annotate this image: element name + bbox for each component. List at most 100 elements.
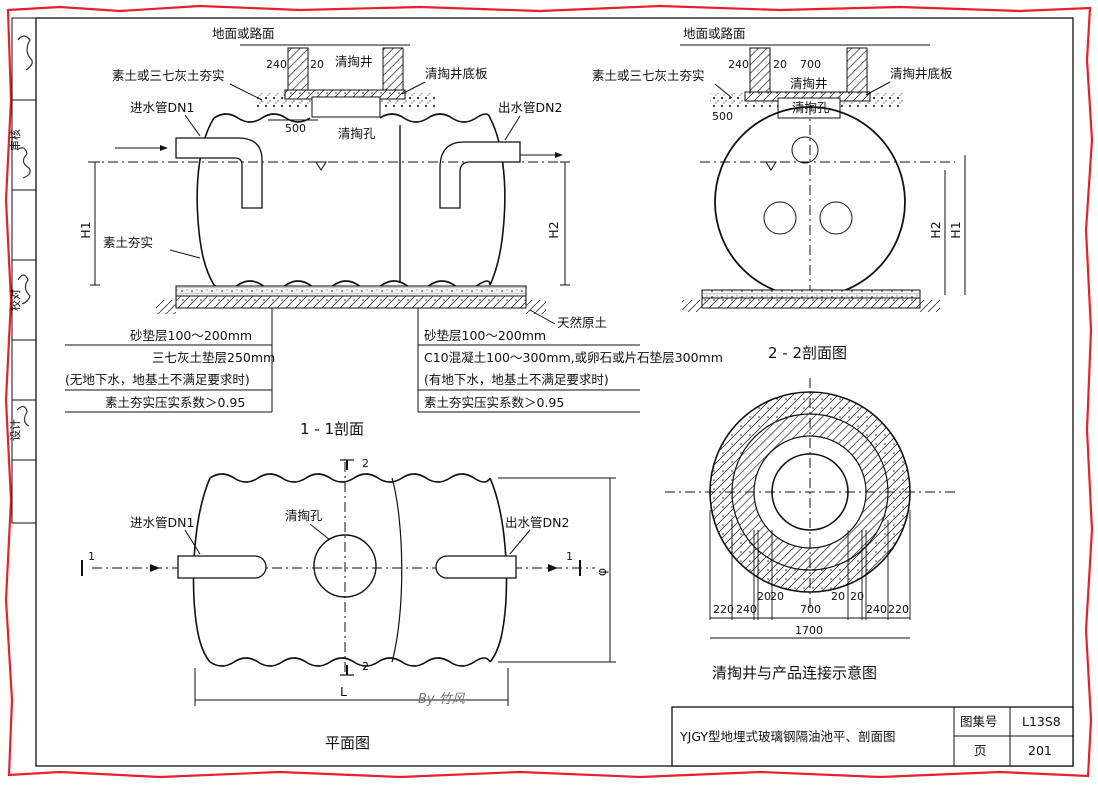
cleanout-hole-right: [777, 97, 841, 119]
label-compact-right: 素土或三七灰土夯实: [592, 68, 705, 83]
label-outlet-plan: 出水管DN2: [505, 515, 569, 530]
section-num-bottom: 2: [362, 660, 369, 673]
leader-outlet-section: [504, 115, 521, 141]
drawing-frame: [35, 17, 1074, 767]
plan-partition: [391, 477, 403, 663]
outlet-pipe-plan: [435, 555, 517, 579]
dim-total-1700: 1700: [795, 624, 823, 637]
dim-bottom-220b: 220: [888, 603, 909, 616]
pipe-circle-left: [763, 201, 797, 235]
signature-mark-1: [17, 35, 33, 71]
note-right-1: 砂垫层100～200mm: [424, 328, 546, 343]
section-num-right: 1: [566, 550, 573, 563]
label-phi: φ: [594, 568, 609, 576]
signature-mark-4: [16, 405, 30, 427]
earth-left-2: [682, 300, 702, 312]
label-well-right: 清掏井: [790, 76, 828, 91]
label-tamp: 素土夯实: [103, 235, 153, 250]
note-right-2: C10混凝土100～300mm,或卵石或片石垫层300mm: [424, 350, 723, 365]
sand-bed-right: [701, 289, 921, 299]
side-strip-review: 审核: [8, 129, 22, 151]
page-value: 201: [1028, 743, 1052, 758]
arrow-plan-out: [548, 564, 558, 572]
dim-bottom-240a: 240: [736, 603, 757, 616]
signature-strip: 审核 校对 设计: [8, 17, 37, 524]
label-ground-left: 地面或路面: [212, 26, 275, 41]
title-plan: 平面图: [325, 734, 370, 752]
label-well-plate-right: 清掏井底板: [890, 66, 953, 81]
leader-natural-soil: [529, 309, 556, 325]
base-layer-section: [175, 295, 527, 309]
plan-view: 清掏孔 进水管DN1 出水管DN2 2 2 1 1 φ L 平面图: [81, 457, 616, 752]
pipe-circle-top: [791, 136, 819, 164]
earth-right-1: [526, 300, 546, 314]
inlet-pipe-plan: [177, 555, 267, 579]
label-L: L: [340, 684, 347, 699]
earth-right-2: [920, 300, 940, 312]
watermark: By 竹风: [418, 692, 466, 707]
atlas-value: L13S8: [1022, 714, 1061, 729]
arrow-plan-in: [150, 564, 160, 572]
label-well-plate-left: 清掏井底板: [425, 66, 488, 81]
note-left-1: 砂垫层100～200mm: [130, 328, 252, 343]
label-inlet-plan: 进水管DN1: [130, 515, 194, 530]
label-ground-right: 地面或路面: [683, 26, 746, 41]
dim-20-right: 20: [773, 58, 787, 71]
dim-500-left: 500: [285, 122, 306, 135]
label-inlet-section: 进水管DN1: [130, 100, 194, 115]
conn-ext-lines: [709, 510, 911, 620]
pipe-circle-right: [819, 201, 853, 235]
section-num-left: 1: [88, 550, 95, 563]
note-right-4: 素土夯实压实系数＞0.95: [424, 395, 564, 410]
tank-outline-plan: [192, 473, 508, 667]
dim-bottom-20c: 20: [831, 590, 845, 603]
label-H1: H1: [78, 221, 93, 238]
side-strip-check: 校对: [8, 289, 22, 311]
leader-outlet-plan: [509, 529, 531, 555]
torn-border: [4, 4, 1094, 779]
label-hole-left: 清掏孔: [338, 126, 376, 141]
note-left-4: 素土夯实压实系数＞0.95: [105, 395, 245, 410]
signature-mark-3: [17, 274, 31, 305]
note-left-2: 三七灰土垫层250mm: [152, 350, 275, 365]
label-H1-right: H1: [948, 221, 963, 238]
section-num-top: 2: [362, 457, 369, 470]
notes-left: 砂垫层100～200mm 三七灰土垫层250mm (无地下水，地基土不满足要求时…: [65, 328, 275, 413]
label-natural-soil: 天然原土: [557, 315, 607, 330]
dim-bottom-20b: 20: [850, 590, 864, 603]
plan-cleanout-hole: [313, 534, 377, 598]
title-section-2-2: 2 - 2剖面图: [768, 344, 847, 362]
section-1-1: 地面或路面 240 20 清掏井 素土或三七灰土夯实 清掏井底板 500 清掏孔…: [65, 26, 723, 438]
leader-well-plate-left: [401, 81, 426, 95]
water-level-symbol-right: [765, 161, 777, 171]
label-H2-right: H2: [928, 221, 943, 238]
water-level-symbol: [315, 161, 327, 171]
dim-240-right: 240: [728, 58, 749, 71]
arrow-head-out: [555, 152, 563, 158]
notes-right: 砂垫层100～200mm C10混凝土100～300mm,或卵石或片石垫层300…: [418, 328, 723, 413]
page-label: 页: [974, 743, 987, 758]
title-block: YJGY型地埋式玻璃钢隔油池平、剖面图 图集号 L13S8 页 201: [671, 706, 1074, 767]
title-section-1-1: 1 - 1剖面: [300, 420, 364, 438]
label-well-left: 清掏井: [335, 54, 373, 69]
dim-bottom-20d: 20: [770, 590, 784, 603]
dim-bottom-240b: 240: [866, 603, 887, 616]
label-compact-left: 素土或三七灰土夯实: [112, 68, 225, 83]
earth-left-1: [156, 300, 176, 314]
dim-240-left: 240: [266, 58, 287, 71]
signature-mark-2: [16, 147, 31, 179]
leader-compact-left: [229, 83, 263, 101]
leader-compact-right: [714, 83, 733, 99]
inlet-pipe-section: [175, 137, 263, 209]
label-H2: H2: [546, 221, 561, 238]
dim-bottom-700: 700: [800, 603, 821, 616]
cleanout-hole-left: [311, 96, 381, 118]
leader-inlet-section: [184, 114, 201, 137]
leader-inlet-plan: [184, 529, 201, 555]
label-hole-plan: 清掏孔: [285, 508, 323, 523]
dim-20-left: 20: [310, 58, 324, 71]
well-wall-right-a: [749, 47, 771, 99]
outlet-pipe-section: [439, 141, 521, 209]
atlas-label: 图集号: [960, 714, 998, 729]
